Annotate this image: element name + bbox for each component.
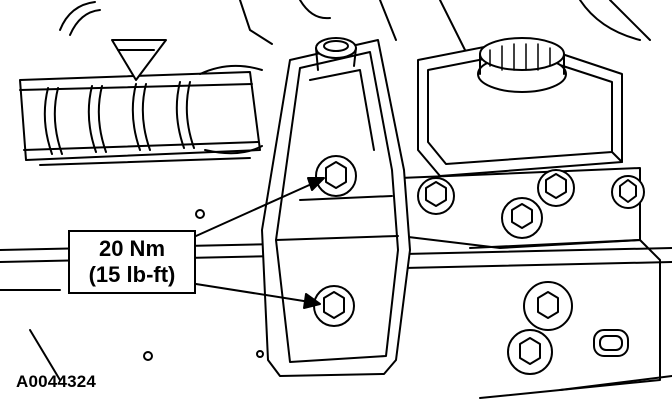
upper-components xyxy=(59,0,651,81)
bolt-icon xyxy=(537,169,575,207)
bolt-icon xyxy=(417,177,455,215)
bolt-icon xyxy=(315,155,357,197)
bolt-icon xyxy=(523,281,573,331)
figure-id: A0044324 xyxy=(16,372,97,391)
bolt-icon xyxy=(611,175,645,209)
bolt-icon xyxy=(507,329,553,375)
torque-lbft-label: (15 lb-ft) xyxy=(88,262,176,287)
bolt-icon xyxy=(501,197,543,239)
torque-callout: 20 Nm (15 lb-ft) xyxy=(68,230,196,294)
bolt-icon xyxy=(593,329,629,357)
torque-nm-label: 20 Nm xyxy=(98,236,166,261)
torque-arrow-icon xyxy=(195,283,321,309)
intake-hose xyxy=(19,64,263,166)
reservoir-cap-icon xyxy=(477,37,567,93)
torque-arrow-icon xyxy=(195,177,325,237)
bolt-icon xyxy=(313,285,355,327)
